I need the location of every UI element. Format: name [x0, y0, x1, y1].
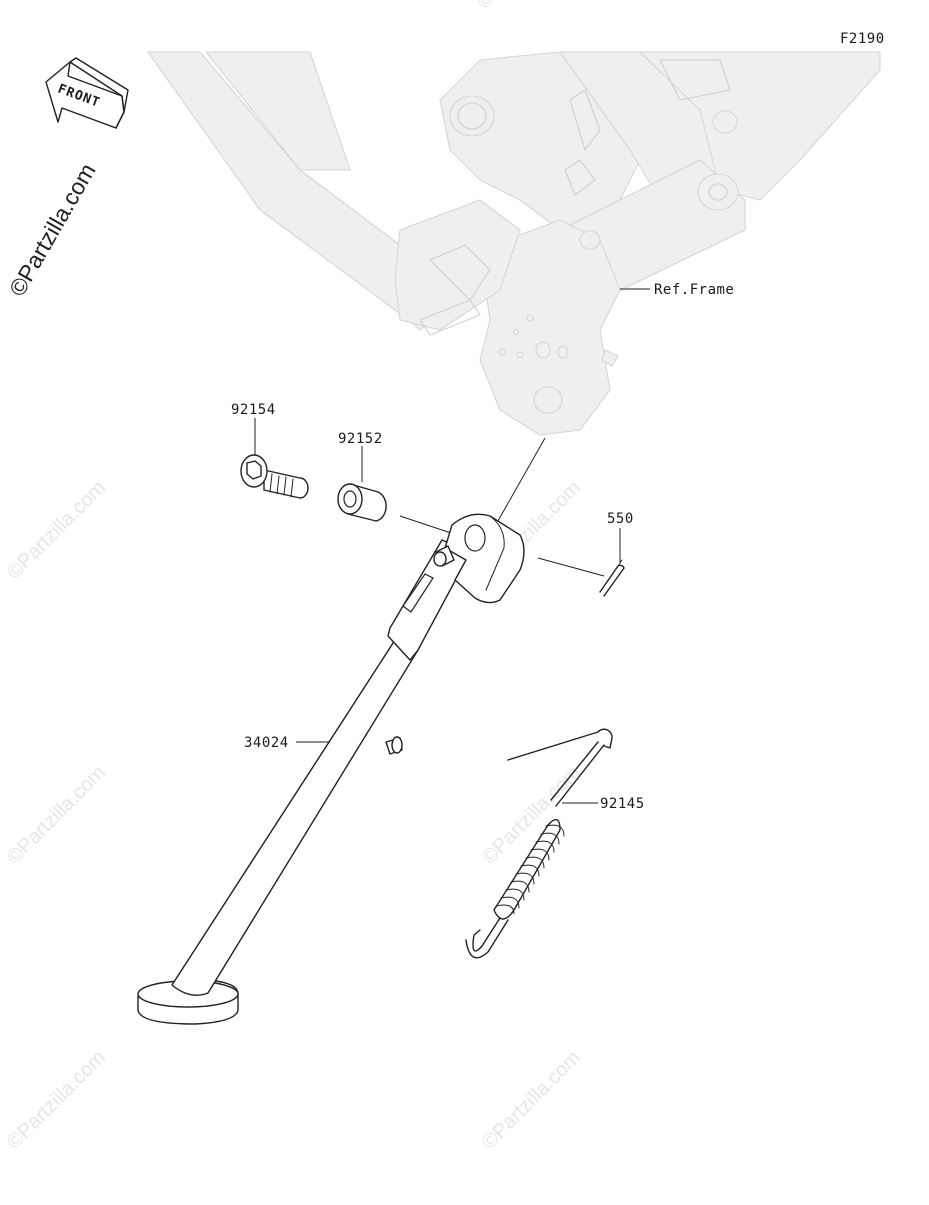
- watermark: ©Partzilla.com: [3, 762, 110, 869]
- frame-reference: [147, 51, 881, 436]
- partzilla-watermark: ©Partzilla.com: [4, 159, 101, 301]
- front-direction-arrow: FRONT: [45, 57, 129, 129]
- callout-550: 550: [607, 511, 634, 527]
- callout-92152: 92152: [338, 431, 383, 447]
- watermark: ©Partzilla.com: [478, 1047, 585, 1154]
- cotter-alignment-line: [537, 557, 605, 577]
- watermark: ©Partzilla.com: [3, 1047, 110, 1154]
- callout-34024: 34024: [244, 735, 289, 751]
- diagram-code: F2190: [840, 31, 885, 47]
- callout-92145: 92145: [600, 796, 645, 812]
- part-92152-collar[interactable]: [337, 483, 387, 522]
- part-34024-side-stand[interactable]: [137, 513, 525, 1025]
- part-92145-spring[interactable]: [465, 728, 613, 959]
- pivot-alignment-line: [489, 437, 546, 536]
- watermark: ©Partzilla.com: [3, 477, 110, 584]
- callout-92154: 92154: [231, 402, 276, 418]
- watermark: ©Partzilla.com: [473, 0, 580, 14]
- part-92154-bolt[interactable]: [240, 454, 309, 499]
- ref-frame-label: Ref.Frame: [654, 282, 734, 298]
- part-550-cotter-pin[interactable]: [599, 559, 625, 597]
